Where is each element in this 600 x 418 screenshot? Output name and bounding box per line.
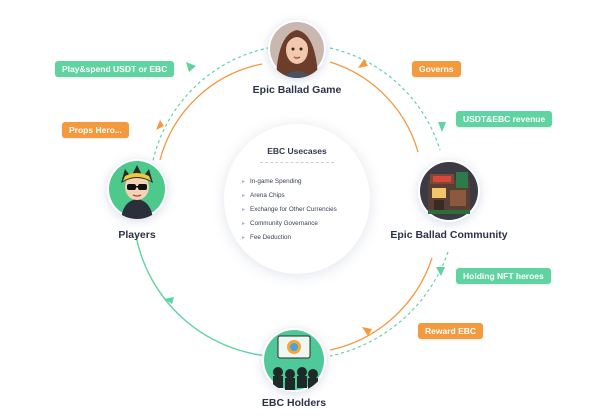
guild-building-icon	[420, 162, 478, 220]
game-avatar	[268, 20, 326, 78]
node-label-game: Epic Ballad Game	[252, 84, 342, 96]
usecases-title: EBC Usecases	[267, 146, 327, 156]
arrow-head-green	[438, 122, 446, 132]
arc-game-to-players	[159, 63, 263, 161]
usecase-item: ▸In-game Spending	[242, 178, 302, 185]
arc-players-to-game	[149, 47, 269, 179]
arrow-head-green	[164, 297, 174, 304]
arrow-head-green	[186, 62, 196, 72]
tag-reward: Reward EBC	[418, 323, 484, 339]
usecase-item: ▸Exchange for Other Currencies	[242, 206, 337, 213]
woman-portrait-icon	[270, 22, 324, 78]
arc-holders-to-players	[135, 235, 269, 357]
arc-community-to-game	[329, 61, 419, 153]
tag-governs: Governs	[412, 61, 461, 77]
players-avatar	[107, 159, 167, 219]
player-character-icon	[109, 161, 165, 219]
arrow-icon: ▸	[242, 235, 246, 241]
arrow-head-orange	[156, 120, 164, 130]
arrow-head-orange	[358, 59, 368, 68]
tag-holding-nft: Holding NFT heroes	[456, 268, 551, 284]
arc-community-to-holders-inner	[329, 257, 433, 351]
arc-community-to-holders	[329, 251, 449, 357]
usecase-item: ▸Fee Deduction	[242, 234, 291, 241]
arrow-head-orange	[362, 327, 372, 336]
node-label-community: Epic Ballad Community	[390, 229, 508, 241]
node-label-holders: EBC Holders	[261, 397, 327, 409]
arrow-icon: ▸	[242, 179, 246, 185]
arrow-icon: ▸	[242, 193, 246, 199]
usecase-item: ▸Community Governance	[242, 220, 318, 227]
audience-presentation-icon	[264, 330, 324, 390]
tag-revenue: USDT&EBC revenue	[456, 111, 553, 127]
arc-game-to-community	[329, 47, 441, 151]
usecases-divider	[260, 162, 334, 163]
tag-props-hero: Props Hero...	[62, 122, 129, 138]
arrow-icon: ▸	[242, 207, 246, 213]
node-label-players: Players	[118, 229, 156, 241]
usecase-item: ▸Arena Chips	[242, 192, 285, 199]
tag-play-spend: Play&spend USDT or EBC	[55, 61, 175, 77]
arrow-head-green	[436, 267, 445, 276]
community-avatar	[418, 160, 480, 222]
holders-avatar	[262, 328, 326, 392]
usecases-card: EBC Usecases ▸In-game Spending ▸Arena Ch…	[224, 124, 370, 274]
arrow-icon: ▸	[242, 221, 246, 227]
